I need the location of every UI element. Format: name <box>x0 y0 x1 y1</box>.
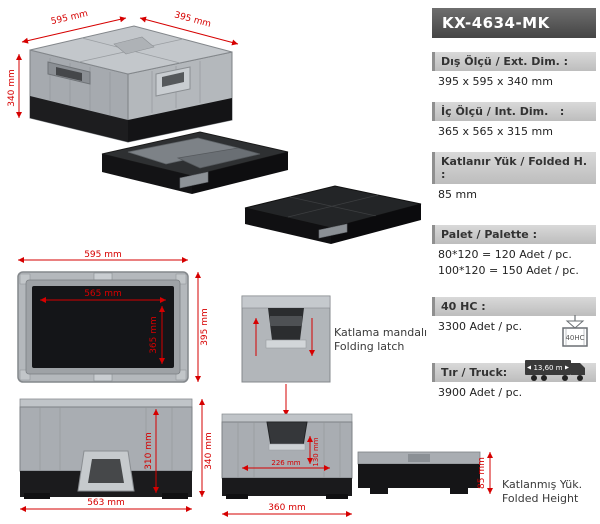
spec-folded-height-label: Katlanır Yük / Folded H. : <box>432 151 596 184</box>
dim-top-inner-depth: 365 mm <box>149 316 159 354</box>
folding-latch-annotation-tr: Katlama mandalı <box>334 326 428 339</box>
dim-front-inner-height: 310 mm <box>144 432 154 470</box>
spec-pallet: Palet / Palette : 80*120 = 120 Adet / pc… <box>432 224 596 279</box>
container-40hc-icon-label: 40HC <box>565 334 584 342</box>
folded-height-annotation: Katlanmış Yük. Folded Height <box>502 478 582 506</box>
spec-ext-dim: Dış Ölçü / Ext. Dim. : 395 x 595 x 340 m… <box>432 52 596 90</box>
dim-latch-width: 360 mm <box>268 503 306 513</box>
spec-40hc: 40 HC : 3300 Adet / pc. 40HC <box>432 296 596 347</box>
dim-latch-span: 226 mm <box>271 459 300 467</box>
folded-crate-drawing <box>244 185 422 244</box>
spec-folded-height-value: 85 mm <box>438 187 477 201</box>
latch-front-crate <box>221 413 353 499</box>
folded-side-view-drawing: 85 mm <box>357 451 493 494</box>
spec-40hc-label: 40 HC : <box>432 296 596 316</box>
spec-pallet-label: Palet / Palette : <box>432 224 596 244</box>
spec-ext-dim-label: Dış Ölçü / Ext. Dim. : <box>432 52 596 71</box>
folded-side-crate <box>357 451 481 494</box>
dim-iso-height: 340 mm <box>7 69 17 107</box>
front-view-crate <box>19 398 193 499</box>
container-40hc-icon: 40HC <box>562 314 588 347</box>
front-view-drawing: 310 mm 340 mm 563 mm <box>19 398 214 512</box>
dim-top-depth: 395 mm <box>200 308 210 346</box>
dim-top-inner-width: 565 mm <box>84 289 122 299</box>
spec-40hc-value: 3300 Adet / pc. <box>438 319 523 333</box>
spec-int-dim-value: 365 x 565 x 315 mm <box>438 124 553 138</box>
dim-front-width: 563 mm <box>87 498 125 508</box>
spec-panel: KX-4634-MK Dış Ölçü / Ext. Dim. : 395 x … <box>432 8 596 413</box>
assembled-crate <box>29 25 233 143</box>
truck-icon: 13,60 m <box>525 359 585 381</box>
folded-height-annotation-en: Folded Height <box>502 492 579 505</box>
iso-view-drawing: 595 mm 395 mm 340 mm <box>7 9 239 143</box>
folding-latch-annotation: Katlama mandalı Folding latch <box>334 326 427 354</box>
product-code: KX-4634-MK <box>432 8 596 38</box>
spec-pallet-value-2: 100*120 = 150 Adet / pc. <box>438 263 579 277</box>
spec-folded-height: Katlanır Yük / Folded H. : 85 mm <box>432 151 596 203</box>
spec-ext-dim-value: 395 x 595 x 340 mm <box>438 75 553 88</box>
spec-pallet-value-1: 80*120 = 120 Adet / pc. <box>438 247 572 261</box>
top-view-drawing: 595 mm 395 mm 565 mm 365 mm <box>17 250 210 383</box>
folding-latch-annotation-en: Folding latch <box>334 340 405 353</box>
dim-front-height: 340 mm <box>204 432 214 470</box>
half-folded-crate <box>101 131 289 194</box>
dim-iso-width: 595 mm <box>50 9 89 27</box>
spec-int-dim: İç Ölçü / Int. Dim. : 365 x 565 x 315 mm <box>432 101 596 140</box>
spec-int-dim-label: İç Ölçü / Int. Dim. : <box>432 101 596 121</box>
half-folded-latch <box>179 171 209 189</box>
folded-crate <box>244 185 422 244</box>
top-view-crate <box>17 271 189 383</box>
folded-latch <box>318 223 348 239</box>
spec-truck: Tır / Truck: 3900 Adet / pc. 13,60 m <box>432 359 596 401</box>
dim-top-width: 595 mm <box>84 250 122 260</box>
latch-closeup <box>241 295 331 416</box>
truck-icon-label: 13,60 m <box>533 364 562 372</box>
spec-truck-value: 3900 Adet / pc. <box>438 385 523 399</box>
dim-latch-height: 130 mm <box>312 437 320 466</box>
dim-folded-height: 85 mm <box>477 457 487 489</box>
latch <box>266 421 308 447</box>
half-folded-crate-drawing <box>101 131 289 194</box>
latch-view-drawing: 226 mm 130 mm 360 mm <box>221 295 353 517</box>
folded-height-annotation-tr: Katlanmış Yük. <box>502 478 583 491</box>
dim-iso-depth: 395 mm <box>173 10 212 29</box>
